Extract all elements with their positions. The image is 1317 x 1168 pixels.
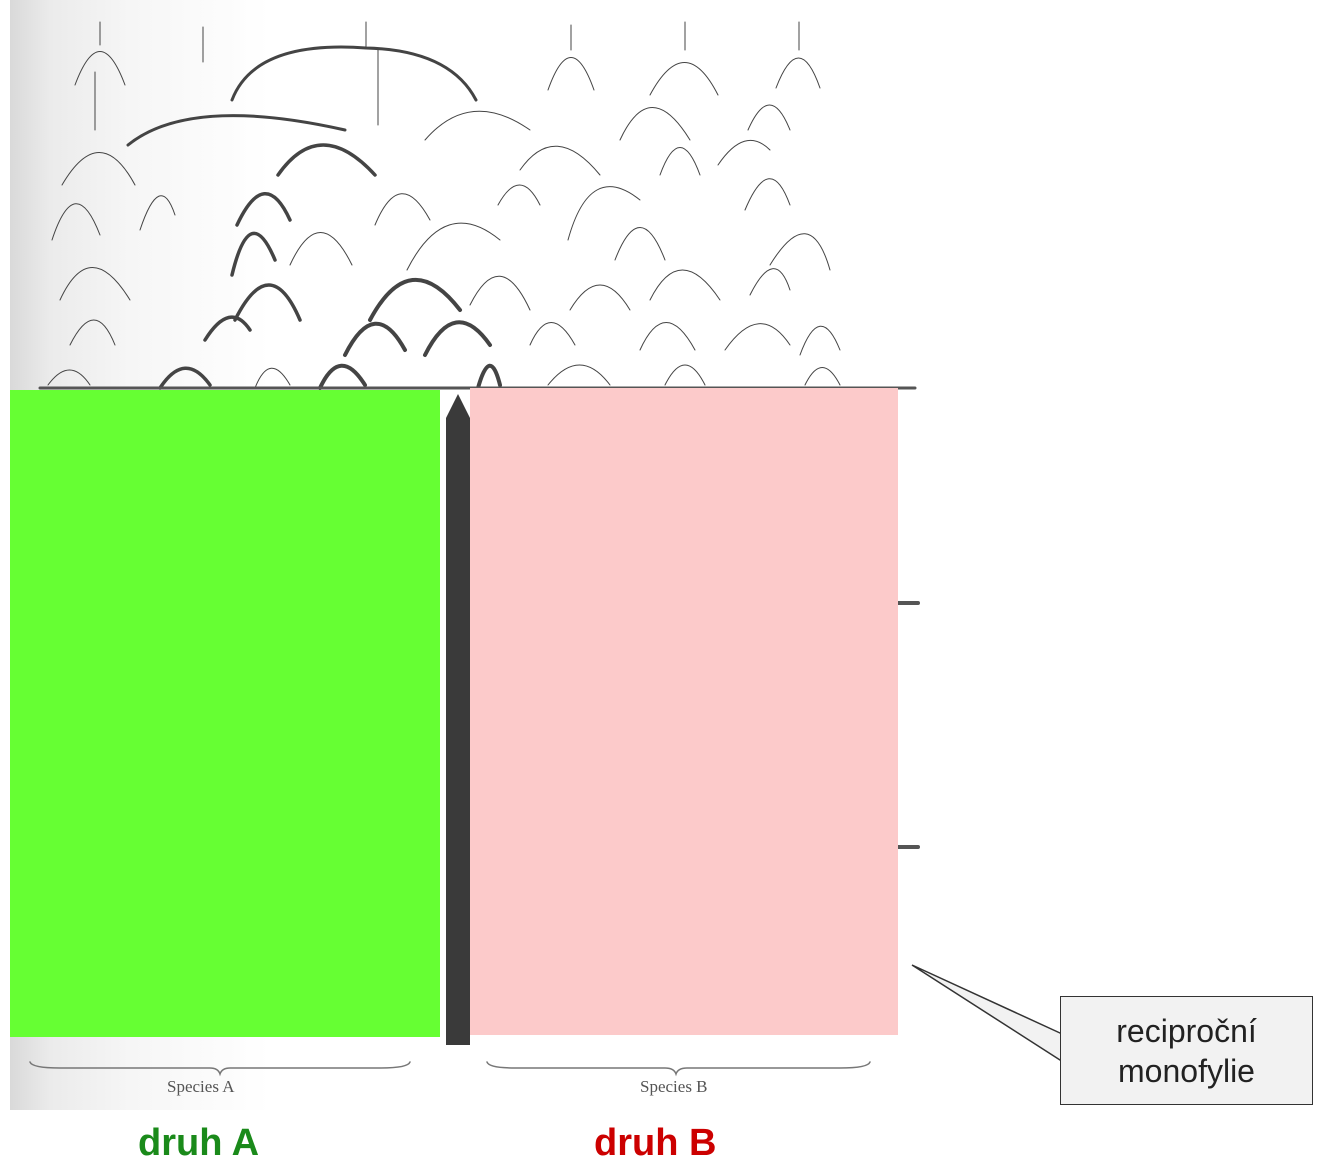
tree-branch: [158, 366, 212, 390]
tree-branch: [276, 143, 377, 177]
reciprocal-monophyly-callout: reciproční monofylie: [1060, 996, 1313, 1105]
tree-branch: [343, 321, 407, 357]
tree-branch: [614, 227, 666, 261]
tree-branch: [233, 283, 302, 322]
species-a-region: [10, 390, 440, 1037]
druh-a-label: druh A: [138, 1122, 260, 1164]
tree-branch: [424, 110, 531, 141]
tree-branch: [203, 315, 252, 342]
tree-branch: [368, 278, 462, 322]
callout-pointer: [911, 964, 1061, 1061]
tree-branch: [519, 145, 601, 176]
tree-branch: [374, 193, 431, 226]
druh-b-label: druh B: [594, 1122, 717, 1164]
tree-branch: [47, 369, 91, 386]
tree-branch: [469, 275, 531, 311]
tree-branch: [659, 147, 701, 176]
species-b-label: Species B: [640, 1077, 708, 1096]
tree-branch: [497, 184, 541, 206]
tree-branch: [476, 363, 502, 390]
species-b-region: [470, 388, 898, 1035]
tree-branch: [724, 323, 791, 351]
tree-branch: [126, 114, 347, 147]
callout-line-2: monofylie: [1118, 1052, 1255, 1089]
tree-branch: [744, 178, 791, 211]
tree-branch: [569, 284, 631, 311]
tree-branch: [69, 319, 116, 346]
tree-branch: [61, 152, 136, 186]
tree-branch: [254, 367, 291, 389]
tree-branch: [547, 364, 611, 386]
tree-branch: [749, 268, 791, 296]
tree-branch: [717, 140, 771, 166]
tree-branch: [619, 107, 691, 141]
tree-branch: [649, 62, 719, 96]
tree-branch: [775, 57, 821, 89]
lineage-bar: [446, 394, 470, 1045]
tree-branch: [406, 222, 501, 271]
tree-branch: [804, 367, 841, 386]
callout-line-1: reciproční: [1116, 1012, 1257, 1049]
tree-branch: [747, 104, 791, 131]
tree-branch: [51, 203, 101, 241]
tree-branch: [139, 195, 176, 231]
tree-branch: [74, 51, 126, 86]
tree-branch: [59, 267, 131, 301]
tree-branch: [230, 45, 478, 102]
tree-branch: [547, 57, 595, 91]
species-a-brace: [29, 1061, 411, 1077]
tree-branch: [289, 232, 353, 266]
tree-branch: [649, 269, 721, 301]
tree-branch: [230, 231, 277, 277]
tree-branch: [529, 322, 576, 346]
species-b-brace: [486, 1061, 871, 1077]
tree-branch: [639, 322, 696, 351]
tree-branch: [769, 233, 831, 271]
tree-branch: [99, 21, 800, 63]
species-a-label: Species A: [167, 1077, 235, 1096]
tree-branch: [664, 364, 706, 386]
tree-branch: [799, 325, 841, 356]
tree-branch: [318, 363, 367, 390]
tree-branch: [423, 320, 492, 357]
tree-branch: [567, 186, 641, 241]
tree-branch: [235, 192, 292, 227]
